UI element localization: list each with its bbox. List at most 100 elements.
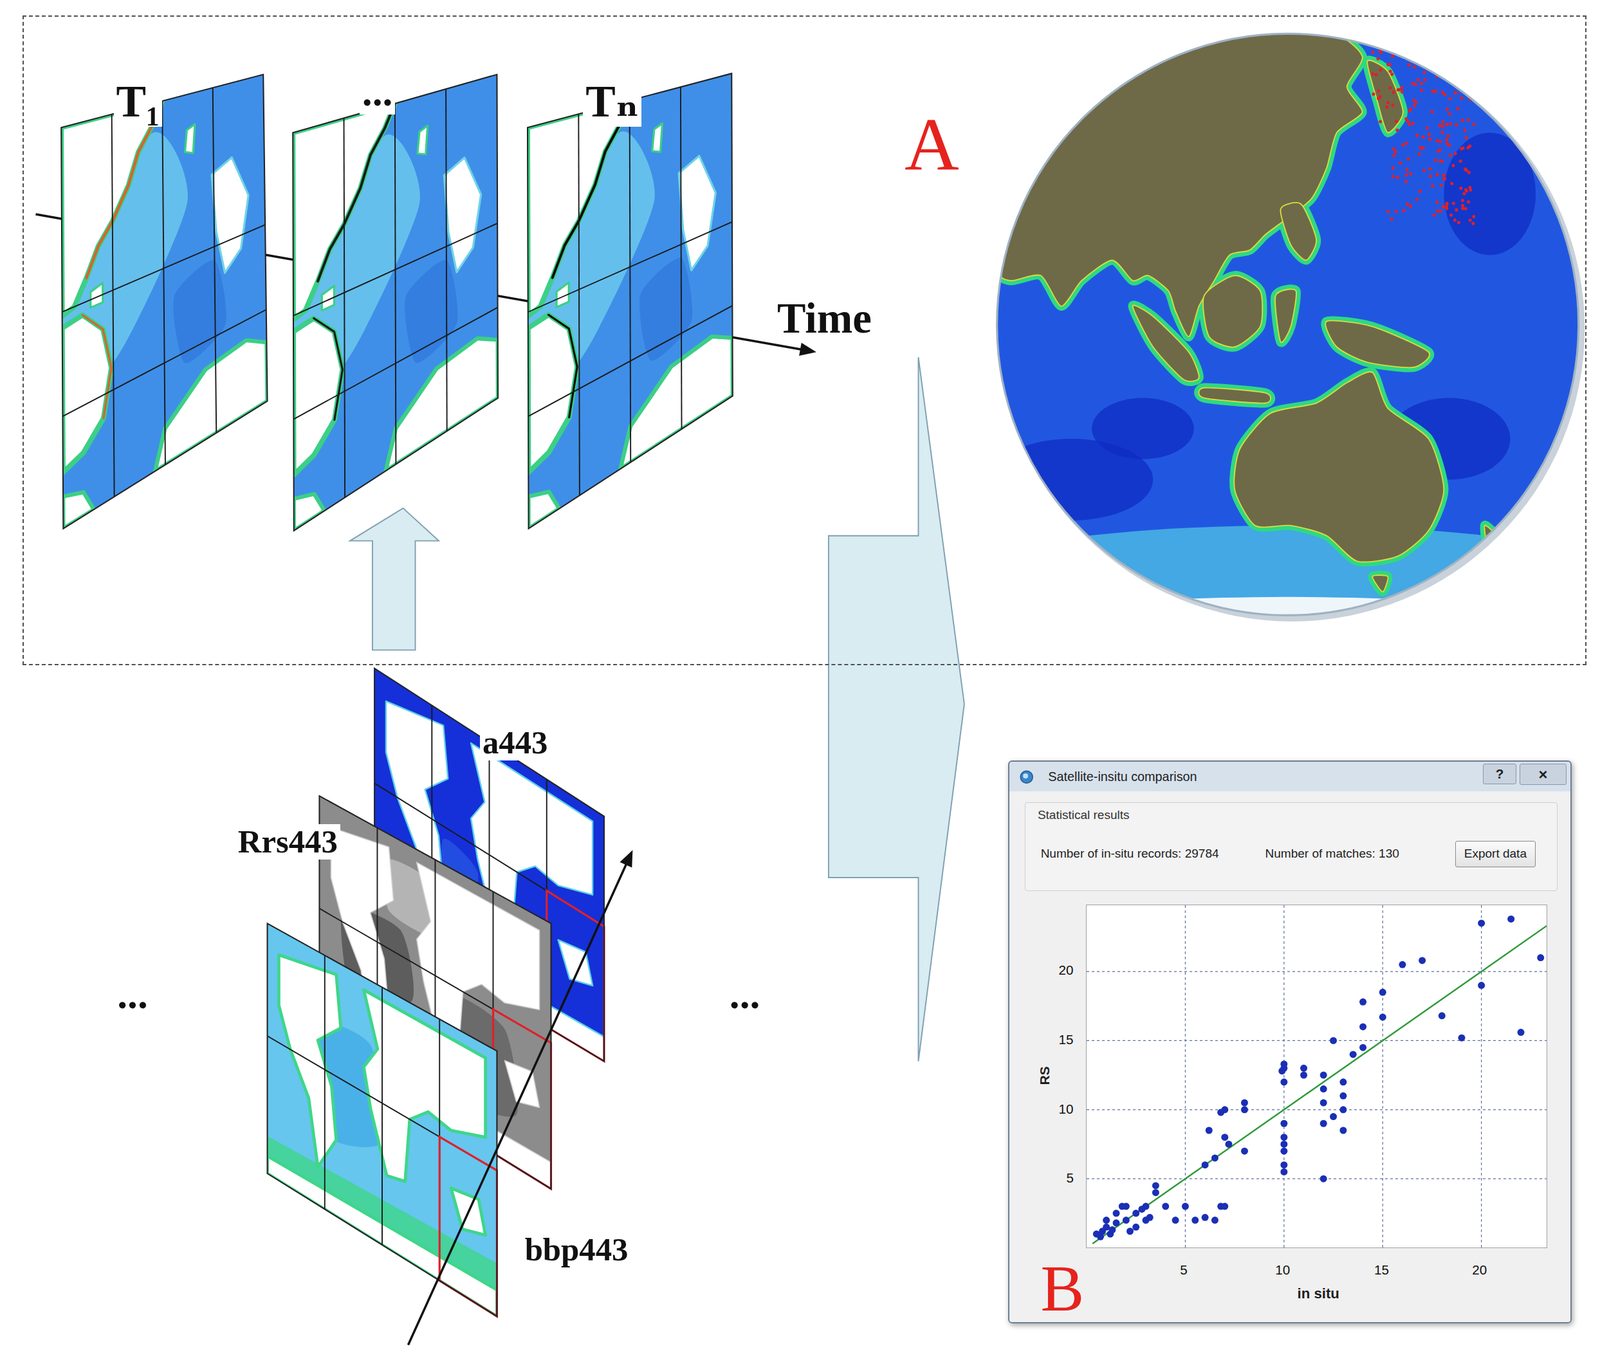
match-point	[1379, 988, 1387, 996]
station-dot	[1393, 149, 1397, 154]
station-dot	[1449, 213, 1453, 217]
station-dot	[1461, 55, 1465, 60]
window-icon	[1018, 768, 1035, 785]
station-dot	[1394, 119, 1398, 123]
match-point	[1280, 1133, 1288, 1141]
station-dot	[1441, 124, 1445, 129]
station-dot	[1407, 63, 1411, 67]
station-dot	[1435, 209, 1440, 213]
grid-line	[395, 103, 397, 465]
match-point	[1108, 1226, 1116, 1234]
grid-line	[1283, 905, 1285, 1249]
station-dot	[1396, 175, 1400, 179]
up-block-arrow	[349, 508, 439, 650]
match-point	[1241, 1098, 1249, 1106]
station-dot	[1390, 54, 1395, 58]
match-point	[1536, 954, 1545, 962]
globe	[940, 28, 1600, 679]
grid-line	[528, 305, 733, 417]
station-dot	[1468, 59, 1472, 63]
match-point	[1359, 997, 1367, 1005]
station-dot	[1463, 59, 1467, 63]
station-dot	[1391, 166, 1395, 170]
grid-line	[1086, 970, 1547, 972]
match-point	[1152, 1188, 1160, 1196]
tick-label: 10	[1058, 1102, 1074, 1117]
station-dot	[1421, 55, 1426, 59]
map-shape	[552, 100, 630, 278]
station-dot	[1468, 185, 1472, 190]
station-dot	[1456, 106, 1460, 111]
station-dot	[1463, 167, 1467, 171]
grid-line	[1086, 1109, 1547, 1110]
landmass	[1325, 320, 1430, 368]
grid-line	[680, 86, 682, 430]
station-dot	[1471, 221, 1475, 226]
station-dot	[1416, 78, 1420, 82]
map-shape	[317, 103, 396, 282]
export-button: Export data	[1455, 840, 1536, 868]
station-dot	[1428, 174, 1433, 178]
station-dot	[1401, 143, 1405, 147]
station-dot	[1423, 77, 1427, 82]
coastal-water	[994, 28, 1362, 338]
station-dot	[1391, 174, 1395, 179]
station-dot	[1395, 128, 1399, 132]
match-point	[1517, 1028, 1525, 1036]
grid-line	[1382, 905, 1384, 1249]
station-dot	[1466, 200, 1471, 204]
scatter-canvas	[1086, 905, 1547, 1249]
map-shape	[173, 259, 226, 363]
tick-label: 5	[1066, 1170, 1074, 1186]
match-point	[1438, 1011, 1446, 1020]
station-dot	[1404, 117, 1408, 121]
axis-title: in situ	[1297, 1285, 1340, 1303]
station-dot	[1432, 66, 1436, 71]
station-dot	[1379, 50, 1383, 55]
map-shape	[639, 257, 693, 361]
station-dot	[1468, 54, 1472, 58]
match-points	[1093, 915, 1545, 1241]
station-dot	[1448, 111, 1452, 116]
match-point	[1138, 1205, 1146, 1213]
station-dot	[1462, 58, 1467, 62]
match-point	[1181, 1202, 1189, 1210]
match-point	[1221, 1133, 1229, 1141]
close-button: ×	[1519, 763, 1567, 785]
ocean-gyre	[1091, 398, 1195, 460]
station-dot	[1454, 122, 1458, 127]
station-dot	[1408, 122, 1412, 127]
station-dot	[1468, 144, 1472, 148]
time-step-map	[521, 73, 733, 529]
station-dot	[1432, 213, 1436, 217]
station-dot	[1378, 68, 1382, 72]
station-dot	[1468, 218, 1472, 222]
match-point	[1280, 1119, 1288, 1127]
station-dot	[1442, 173, 1446, 177]
station-dot	[1394, 209, 1398, 213]
station-dot	[1388, 86, 1392, 90]
help-button: ?	[1482, 763, 1517, 785]
coastal-water	[1372, 575, 1388, 592]
station-dot	[1406, 120, 1410, 124]
station-dot	[1440, 130, 1444, 134]
match-point	[1359, 1022, 1367, 1030]
grid-line	[1086, 1040, 1547, 1041]
map-shape	[548, 314, 578, 417]
station-dot	[1376, 89, 1380, 93]
tile-border	[267, 923, 498, 1317]
landmass	[1275, 289, 1297, 343]
match-point	[1096, 1233, 1104, 1241]
tick-label: 15	[1374, 1262, 1389, 1278]
match-point	[1112, 1219, 1121, 1227]
button-label: ×	[1538, 765, 1548, 783]
station-dot	[1390, 72, 1394, 76]
station-dot	[1386, 101, 1390, 105]
station-dot	[1378, 94, 1382, 98]
station-dot	[1386, 209, 1390, 213]
station-dot	[1415, 133, 1419, 138]
station-dot	[1453, 151, 1458, 156]
group-title: Statistical results	[1037, 808, 1130, 823]
antarctic-band	[950, 597, 1600, 679]
station-dot	[1421, 135, 1426, 139]
